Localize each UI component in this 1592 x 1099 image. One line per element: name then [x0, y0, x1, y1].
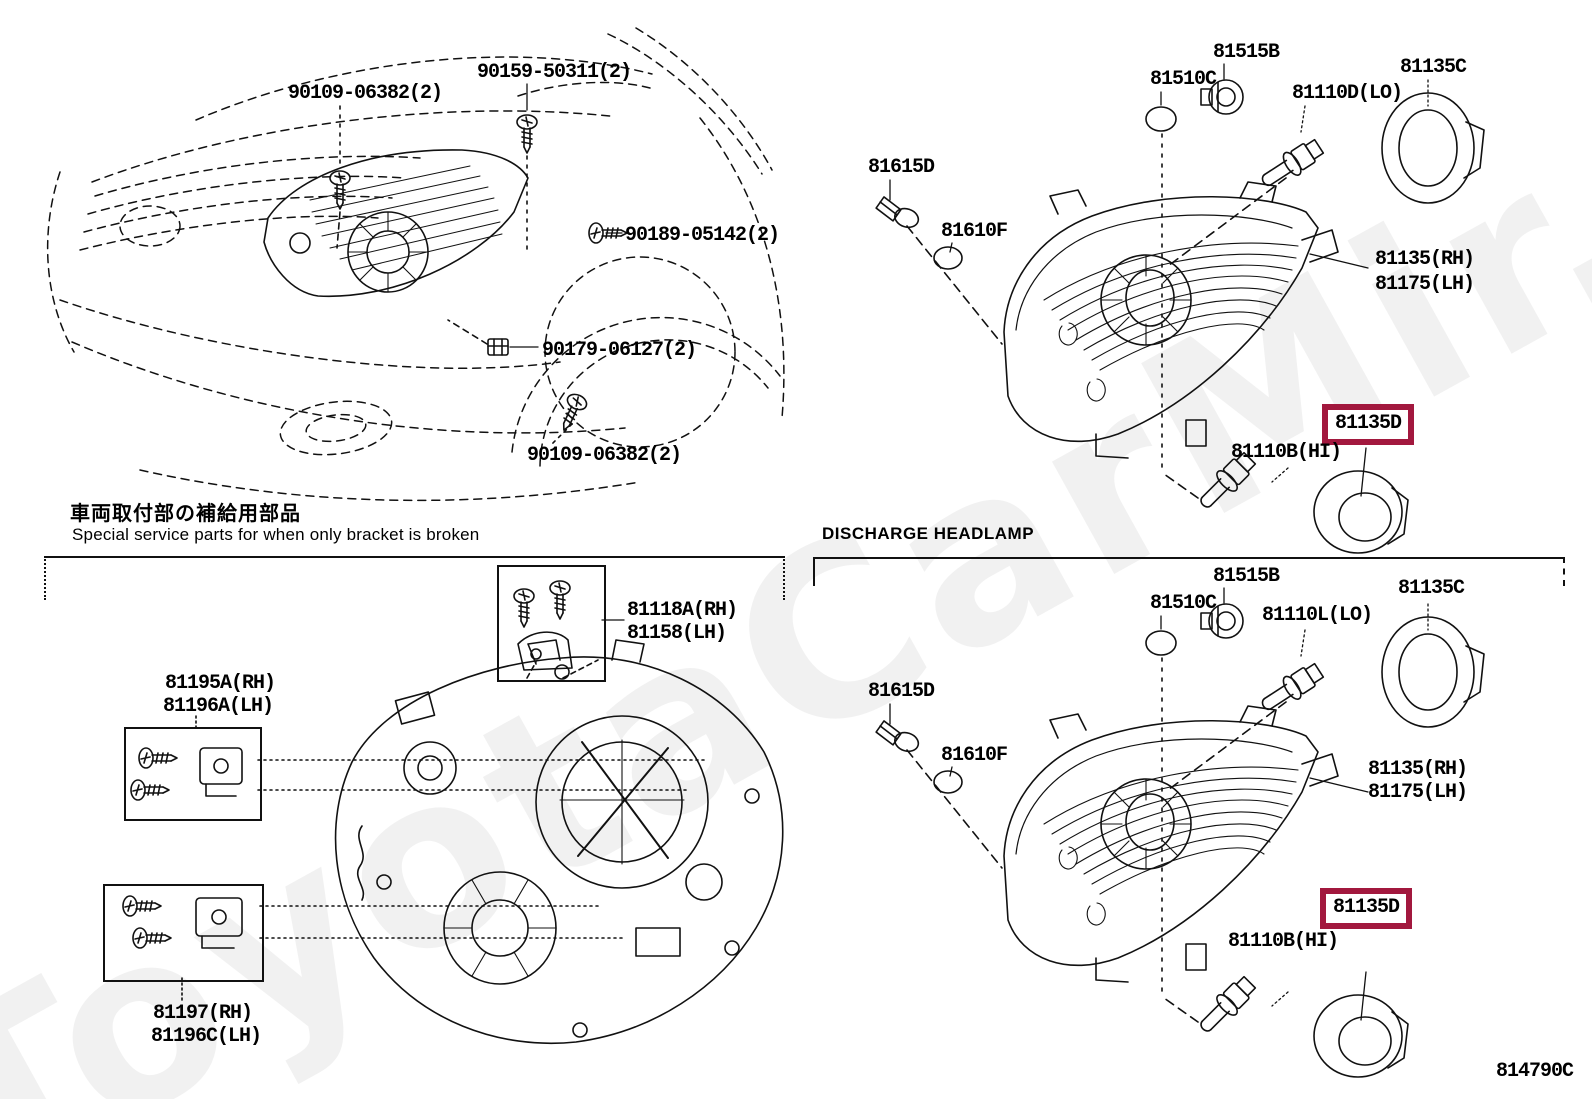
part-group-box-side-bracket [124, 727, 262, 821]
part-label-81195a-rh: 81195A(RH) [165, 672, 276, 695]
part-label-81175-lh-halogen: 81175(LH) [1375, 273, 1475, 296]
part-group-box-lower-bracket [103, 884, 264, 982]
part-label-81118a-rh: 81118A(RH) [627, 599, 738, 622]
service-section-bracket [44, 556, 785, 600]
part-label-81110b-hi-discharge: 81110B(HI) [1228, 930, 1339, 953]
part-label-81110d-lo: 81110D(LO) [1292, 82, 1403, 105]
rear-housing-art [122, 580, 784, 1045]
car-sketch [46, 27, 785, 502]
part-label-81615d-halogen: 81615D [868, 156, 935, 179]
highlighted-part-81135d-discharge[interactable]: 81135D [1320, 888, 1413, 929]
highlighted-part-81135d-halogen[interactable]: 81135D [1322, 404, 1415, 445]
part-group-box-upper-bracket [497, 565, 606, 682]
part-label-90109-06382-bumper: 90109-06382(2) [527, 444, 682, 467]
part-label-81515b-discharge: 81515B [1213, 565, 1280, 588]
part-label-81197-rh: 81197(RH) [153, 1002, 253, 1025]
part-label-81510c-discharge: 81510C [1150, 592, 1217, 615]
part-label-81615d-discharge: 81615D [868, 680, 935, 703]
part-label-81175-lh-discharge: 81175(LH) [1368, 781, 1468, 804]
part-label-81610f-halogen: 81610F [941, 220, 1008, 243]
part-label-81158-lh: 81158(LH) [627, 622, 727, 645]
part-label-81610f-discharge: 81610F [941, 744, 1008, 767]
part-label-81135c-discharge: 81135C [1398, 577, 1465, 600]
part-label-81196c-lh: 81196C(LH) [151, 1025, 262, 1048]
part-label-90189-05142: 90189-05142(2) [625, 224, 780, 247]
part-label-81196a-lh: 81196A(LH) [163, 695, 274, 718]
service-section-title-ja: 車両取付部の補給用部品 [70, 503, 301, 525]
part-label-90159-50311: 90159-50311(2) [477, 61, 632, 84]
discharge-assembly-art [873, 588, 1484, 1077]
diagram-code: 814790C [1496, 1060, 1574, 1083]
part-label-81135c-halogen: 81135C [1400, 56, 1467, 79]
discharge-section-bracket [813, 557, 1565, 586]
part-label-81510c-halogen: 81510C [1150, 68, 1217, 91]
part-label-90179-06127: 90179-06127(2) [542, 339, 697, 362]
discharge-section-title: DISCHARGE HEADLAMP [822, 524, 1035, 543]
part-label-81110l-lo: 81110L(LO) [1262, 604, 1373, 627]
part-label-81110b-hi-halogen: 81110B(HI) [1231, 441, 1342, 464]
part-label-81135-rh-halogen: 81135(RH) [1375, 248, 1475, 271]
part-label-90109-06382-top: 90109-06382(2) [288, 82, 443, 105]
service-section-title-en: Special service parts for when only brac… [72, 525, 480, 544]
halogen-assembly-art [873, 64, 1484, 553]
part-label-81135-rh-discharge: 81135(RH) [1368, 758, 1468, 781]
part-label-81515b-halogen: 81515B [1213, 41, 1280, 64]
